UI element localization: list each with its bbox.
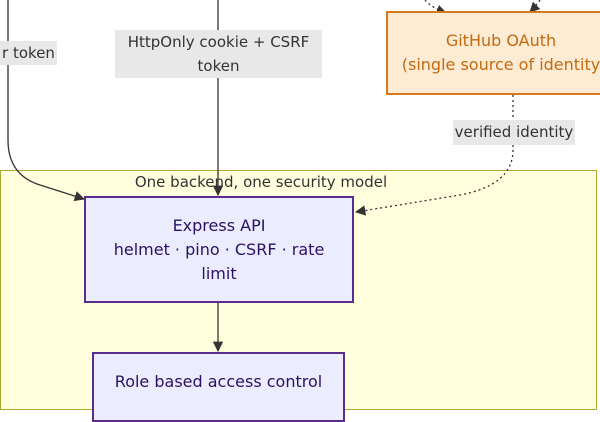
edge-dotted-into-oauth-b	[529, 0, 541, 13]
edge-label-verified-identity: verified identity	[453, 120, 575, 145]
node-express-line1: Express API	[172, 215, 266, 235]
edge-label-httponly-line1: HttpOnly cookie + CSRF	[127, 33, 310, 51]
node-express-line2: helmet · pino · CSRF · rate	[113, 239, 325, 259]
node-github-oauth-line2: (single source of identity	[401, 55, 600, 74]
node-rbac[interactable]: Role based access control	[92, 352, 345, 422]
edge-left-to-express	[7, 0, 85, 202]
node-express-api[interactable]: Express API helmet · pino · CSRF · rate …	[84, 196, 354, 303]
cluster-title: One backend, one security model	[134, 173, 388, 191]
node-github-oauth-line1: GitHub OAuth	[445, 31, 557, 50]
edge-label-left-token: r token	[0, 41, 57, 65]
edge-oauth-to-express	[354, 95, 514, 216]
node-rbac-line1: Role based access control	[114, 372, 323, 391]
node-express-line3: limit	[201, 263, 237, 283]
edge-dotted-into-oauth-a	[424, 0, 447, 15]
edge-label-httponly-line2: token	[197, 57, 240, 75]
node-github-oauth[interactable]: GitHub OAuth (single source of identity	[386, 11, 600, 95]
edge-label-httponly-cookie: HttpOnly cookie + CSRF token	[115, 30, 322, 78]
